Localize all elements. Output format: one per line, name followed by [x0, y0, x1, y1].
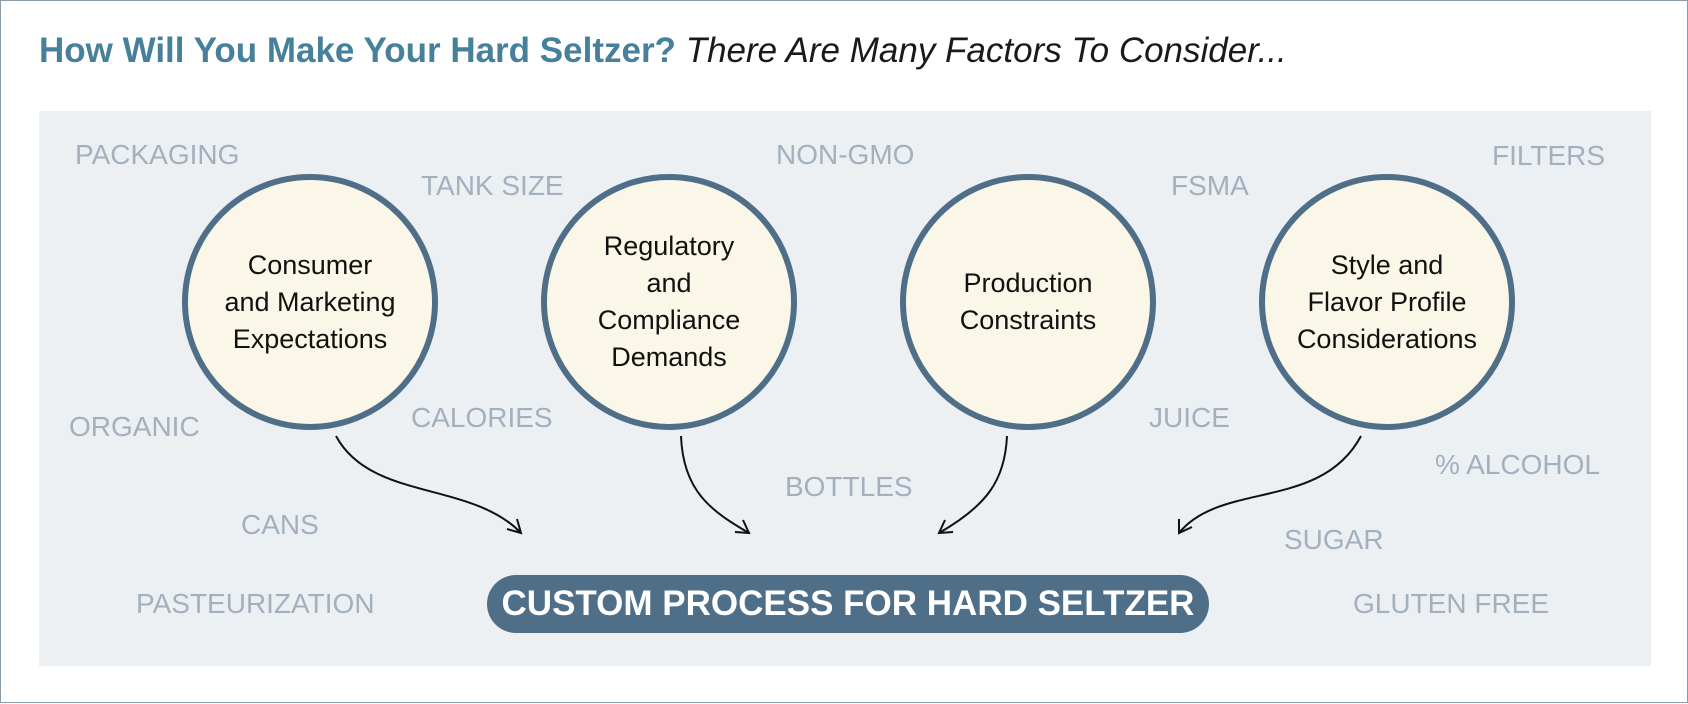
page-title: How Will You Make Your Hard Seltzer? The… [39, 31, 1287, 71]
factor-calories: CALORIES [411, 402, 553, 433]
circle-regulatory-compliance-label: Regulatory and Compliance Demands [597, 231, 741, 372]
factor-non-gmo: NON-GMO [776, 139, 915, 170]
factor-cans: CANS [241, 509, 319, 540]
factor-packaging: PACKAGING [75, 139, 240, 170]
factor-alcohol: % ALCOHOL [1435, 449, 1600, 480]
factor-tank-size: TANK SIZE [421, 170, 564, 201]
arrow-consumer-head [506, 518, 523, 535]
circle-production-constraints-label: Production Constraints [959, 268, 1097, 335]
factor-filters: FILTERS [1492, 140, 1606, 171]
arrow-production-head [937, 519, 954, 535]
circle-consumer-marketing-label: Consumer and Marketing Expectations [224, 249, 396, 354]
arrow-style [1178, 435, 1362, 534]
circle-regulatory-compliance: Regulatory and Compliance Demands [541, 174, 797, 430]
title-subtitle: There Are Many Factors To Consider... [685, 31, 1287, 70]
arrow-consumer [335, 435, 522, 534]
factor-bottles: BOTTLES [785, 471, 913, 502]
factor-organic: ORGANIC [69, 411, 200, 442]
arrow-regulatory-head [734, 519, 751, 535]
circle-style-flavor-label: Style and Flavor Profile Considerations [1296, 249, 1478, 354]
arrow-style-head [1178, 519, 1193, 535]
factor-pasteurization: PASTEURIZATION [136, 588, 375, 619]
factor-juice: JUICE [1149, 402, 1230, 433]
title-question: How Will You Make Your Hard Seltzer? [39, 31, 676, 70]
arrow-production [938, 435, 1008, 534]
circle-production-constraints: Production Constraints [900, 174, 1156, 430]
factor-gluten-free: GLUTEN FREE [1353, 588, 1550, 619]
factor-sugar: SUGAR [1284, 524, 1384, 555]
factor-fsma: FSMA [1171, 170, 1249, 201]
arrow-regulatory [680, 435, 750, 534]
circle-style-flavor: Style and Flavor Profile Considerations [1259, 174, 1515, 430]
result-pill: CUSTOM PROCESS FOR HARD SELTZER [487, 575, 1209, 633]
circle-consumer-marketing: Consumer and Marketing Expectations [182, 174, 438, 430]
